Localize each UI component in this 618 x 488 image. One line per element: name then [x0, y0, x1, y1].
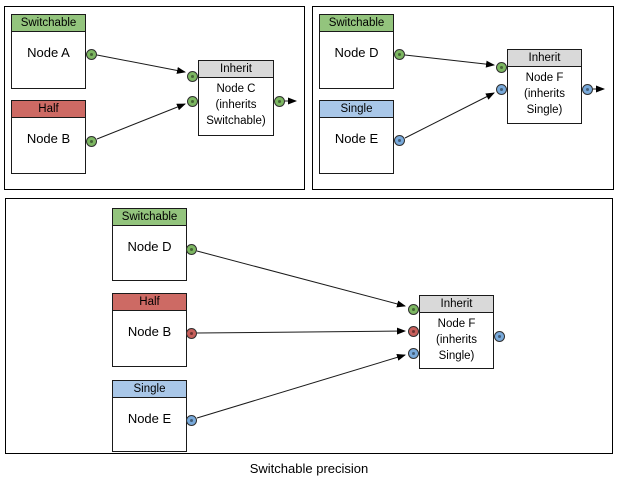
node-f-top-output-port — [581, 83, 593, 95]
node-f-top-header: Inherit — [508, 50, 581, 67]
node-a-output-port — [85, 48, 97, 60]
node-d-top: Switchable Node D — [319, 14, 394, 89]
node-e-top: Single Node E — [319, 100, 394, 174]
node-f-top-label: Node F (inherits Single) — [508, 67, 581, 118]
node-c-inherit: Inherit Node C (inherits Switchable) — [198, 60, 274, 136]
node-b-bottom-output-port — [185, 327, 197, 339]
edge-node-b-to-node-f-bottom — [196, 327, 406, 335]
node-c-label: Node C (inherits Switchable) — [199, 78, 273, 129]
node-d-bottom-header: Switchable — [113, 209, 186, 226]
node-f-bottom-input-port-1 — [407, 303, 419, 315]
node-f-top-input-port-1 — [495, 61, 507, 73]
node-d-bottom-output-port — [185, 243, 197, 255]
node-a: Switchable Node A — [11, 14, 86, 89]
node-f-bottom-output-port — [493, 330, 505, 342]
node-c-line-1: Node C — [216, 83, 256, 95]
node-f-bottom-line-3: Single) — [438, 350, 475, 362]
node-f-bottom-line-1: Node F — [437, 318, 476, 330]
node-d-top-label: Node D — [334, 45, 379, 60]
node-e-bottom-label: Node E — [127, 411, 172, 426]
node-e-top-output-port — [393, 134, 405, 146]
node-c-line-3: Switchable) — [206, 115, 266, 127]
node-f-bottom-line-2: (inherits — [436, 334, 477, 346]
node-c-output-port — [273, 95, 285, 107]
node-e-top-header: Single — [320, 101, 393, 118]
node-f-bottom-input-port-3 — [407, 347, 419, 359]
node-b-bottom-label: Node B — [127, 324, 172, 339]
node-b-bottom-header: Half — [113, 294, 186, 311]
node-f-bottom-label: Node F (inherits Single) — [420, 313, 493, 364]
edge-node-e-to-node-f-top — [404, 92, 495, 139]
node-c-header: Inherit — [199, 61, 273, 78]
node-d-top-output-port — [393, 48, 405, 60]
node-d-top-header: Switchable — [320, 15, 393, 32]
node-f-top-input-port-2 — [495, 83, 507, 95]
node-e-bottom-output-port — [185, 414, 197, 426]
edge-node-d-to-node-f-bottom — [196, 250, 406, 308]
node-b-header: Half — [12, 101, 85, 118]
node-e-top-label: Node E — [334, 131, 379, 146]
node-f-bottom-input-port-2 — [407, 325, 419, 337]
node-a-header: Switchable — [12, 15, 85, 32]
node-b-output-port — [85, 135, 97, 147]
edge-node-d-to-node-f-top — [404, 54, 495, 68]
node-f-top-line-3: Single) — [526, 104, 563, 116]
edge-node-e-to-node-f-bottom — [196, 353, 406, 419]
node-b-bottom: Half Node B — [112, 293, 187, 367]
node-c-line-2: (inherits — [215, 99, 257, 111]
node-b-label: Node B — [26, 131, 71, 146]
edge-node-b-to-node-c — [96, 103, 186, 140]
edge-node-a-to-node-c — [96, 54, 186, 74]
node-d-bottom: Switchable Node D — [112, 208, 187, 281]
node-b: Half Node B — [11, 100, 86, 174]
node-f-top-line-2: (inherits — [524, 88, 565, 100]
node-e-bottom: Single Node E — [112, 380, 187, 452]
node-f-bottom-inherit: Inherit Node F (inherits Single) — [419, 295, 494, 369]
diagram-caption: Switchable precision — [249, 461, 369, 476]
node-a-label: Node A — [27, 45, 70, 60]
node-d-bottom-label: Node D — [127, 239, 172, 254]
node-f-top-line-1: Node F — [525, 72, 564, 84]
node-f-bottom-header: Inherit — [420, 296, 493, 313]
panel-bottom — [5, 198, 613, 454]
node-e-bottom-header: Single — [113, 381, 186, 398]
node-c-input-port-1 — [186, 70, 198, 82]
node-c-input-port-2 — [186, 95, 198, 107]
